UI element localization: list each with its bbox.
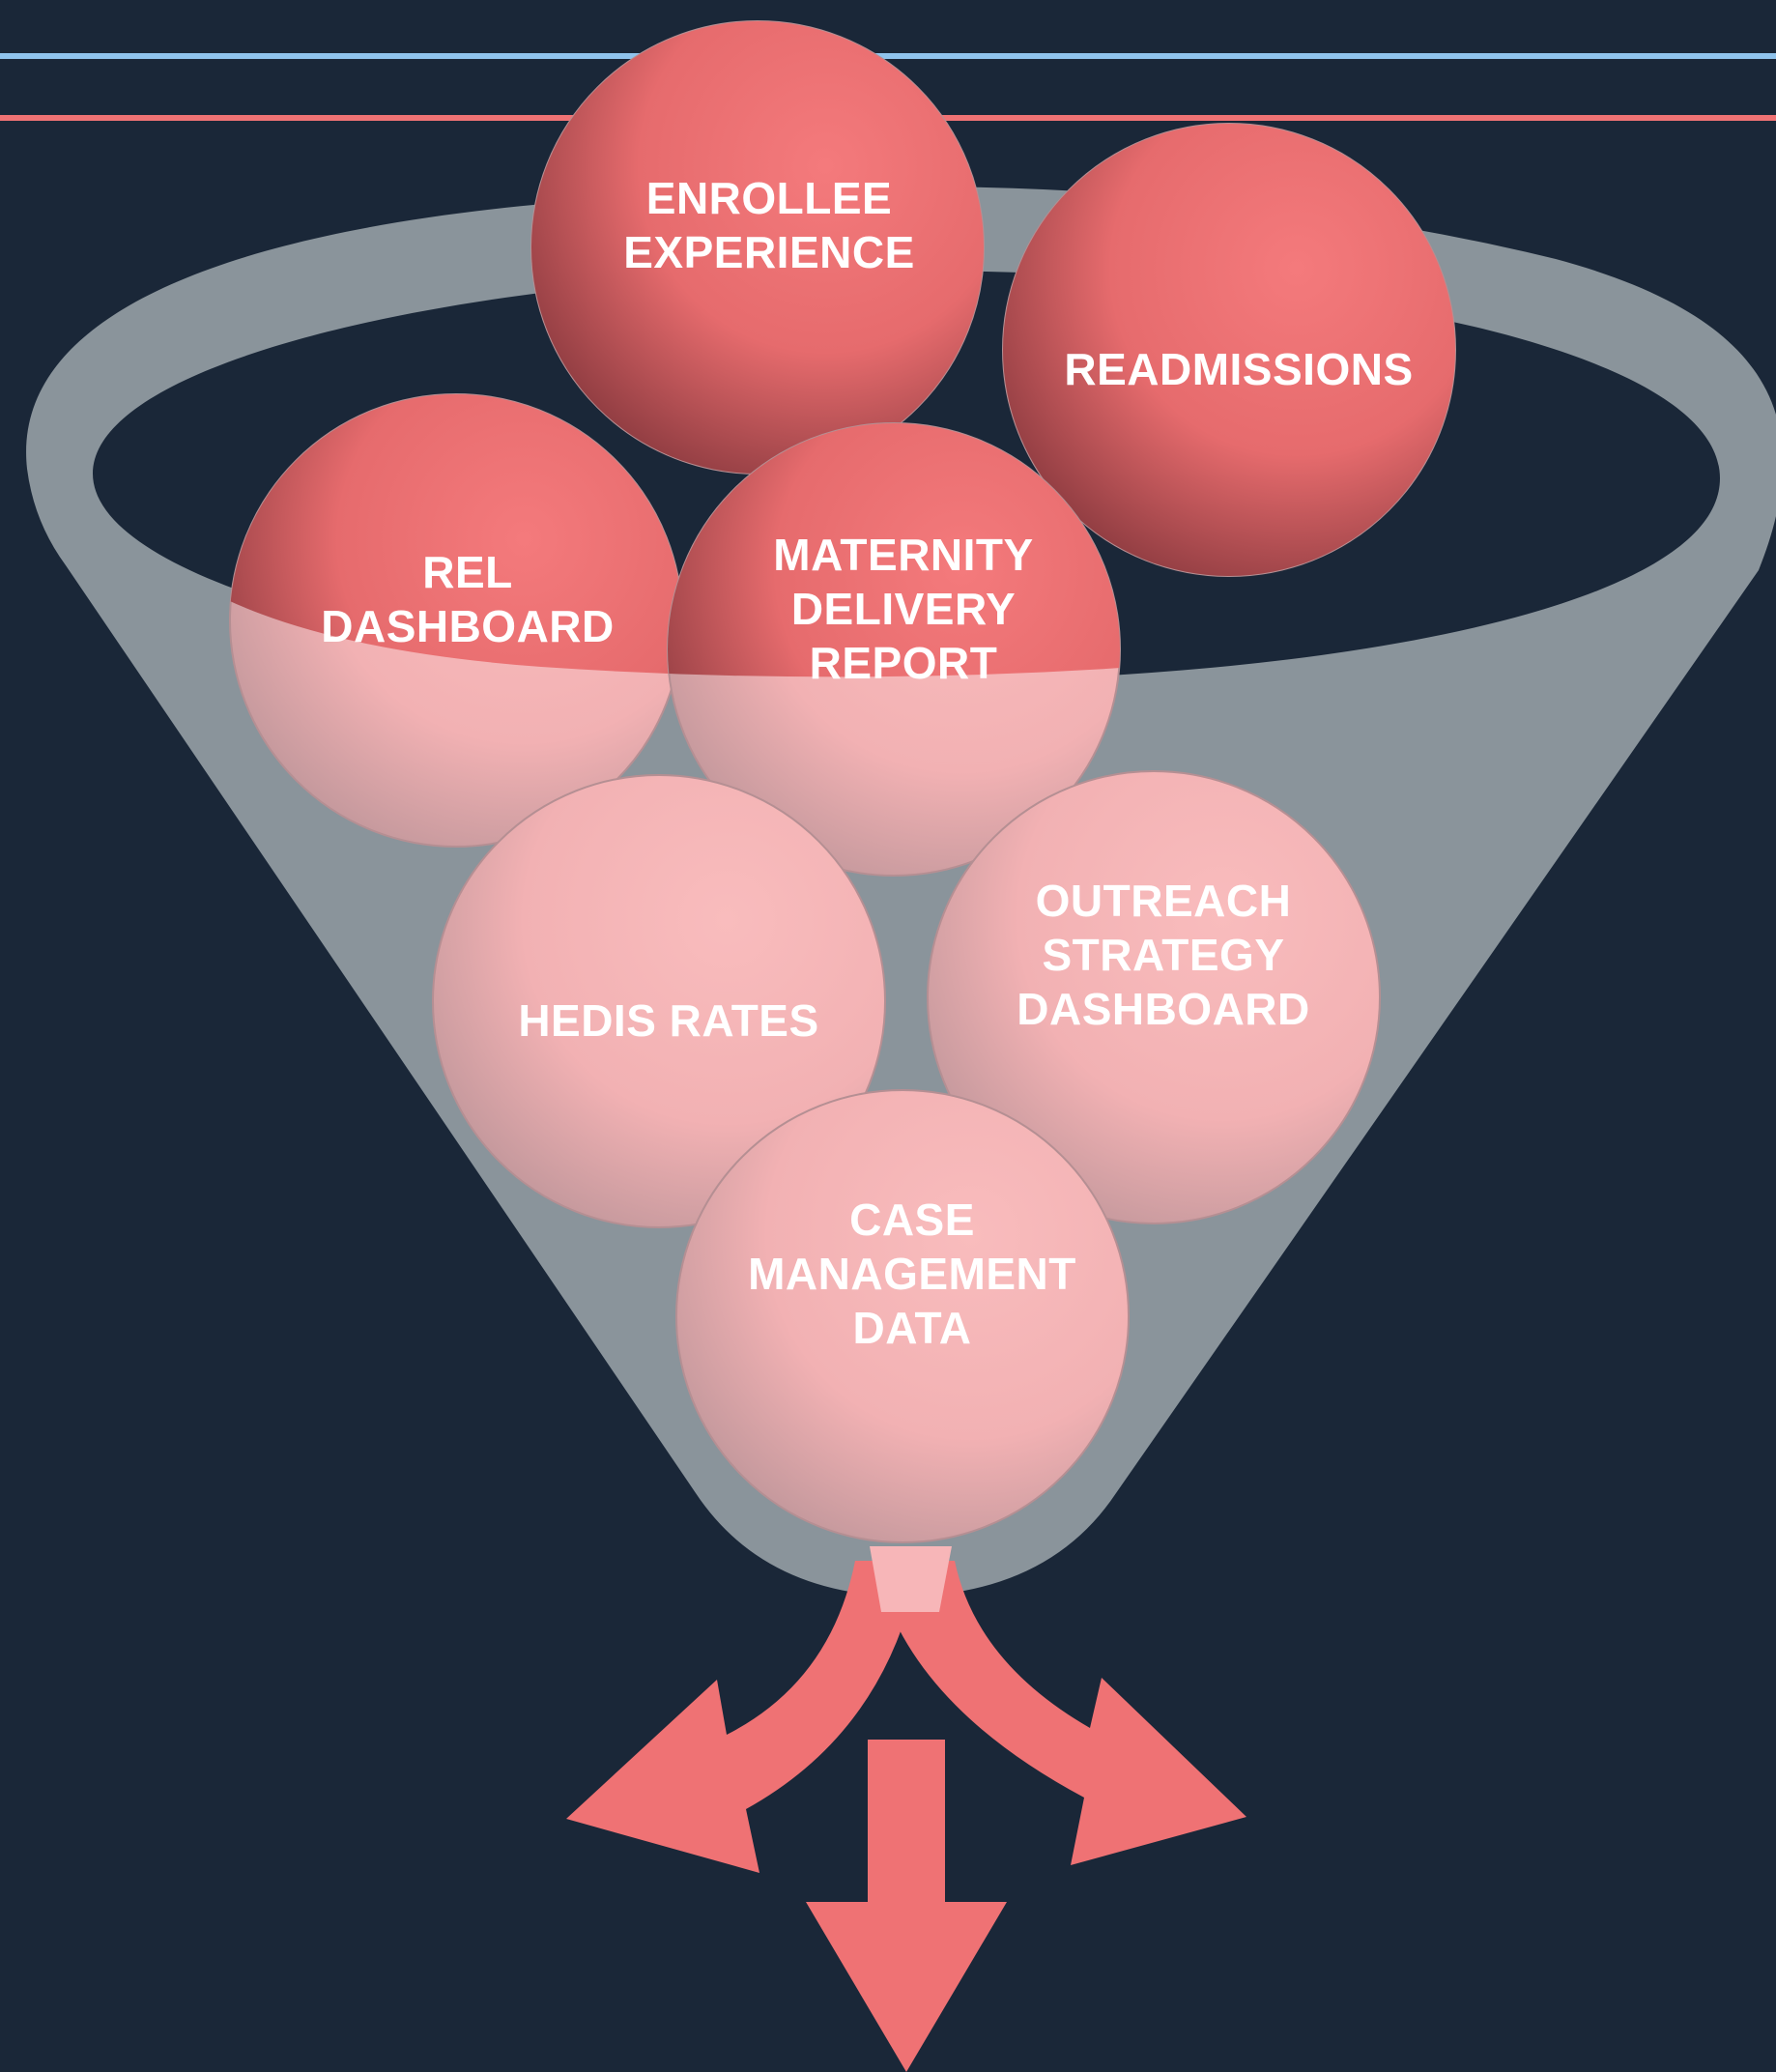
ball-label-line: REPORT — [810, 638, 998, 688]
ball-label: HEDIS RATES — [518, 995, 818, 1046]
ball-label-line: DASHBOARD — [321, 601, 615, 651]
ball-label-line: STRATEGY — [1042, 930, 1284, 980]
ball-label-line: MATERNITY — [773, 530, 1033, 580]
ball-label-line: READMISSIONS — [1064, 344, 1413, 394]
ball-circle — [531, 21, 984, 474]
output-arrows — [566, 1546, 1246, 2072]
ball-label-line: DATA — [853, 1303, 972, 1353]
ball-circle-light — [432, 774, 886, 1228]
funnel-shape — [26, 186, 1776, 1597]
ball-label-line: DELIVERY — [791, 584, 1016, 634]
ball-circle-light — [675, 1089, 1130, 1543]
ball-label-line: EXPERIENCE — [623, 227, 915, 277]
ball-label-line: MANAGEMENT — [748, 1249, 1076, 1299]
ball-label: READMISSIONS — [1064, 344, 1413, 394]
ball-circle-light — [927, 770, 1381, 1224]
ball-label-line: REL — [422, 547, 513, 597]
ball-label-line: ENROLLEE — [646, 173, 892, 223]
funnel-spout — [870, 1546, 952, 1612]
ball-hedis-rates: HEDIS RATES — [432, 774, 886, 1228]
arrow-down-icon — [806, 1740, 1007, 2072]
ball-label-line: OUTREACH — [1036, 876, 1292, 926]
ball-label-line: CASE — [849, 1194, 975, 1245]
ball-label-line: HEDIS RATES — [518, 995, 818, 1046]
ball-circle — [1003, 124, 1455, 576]
ball-label-line: DASHBOARD — [1017, 984, 1310, 1034]
ball-readmissions: READMISSIONS — [1002, 123, 1456, 577]
arrow-left-down-icon — [566, 1561, 920, 1873]
arrow-right-down-icon — [874, 1561, 1246, 1865]
